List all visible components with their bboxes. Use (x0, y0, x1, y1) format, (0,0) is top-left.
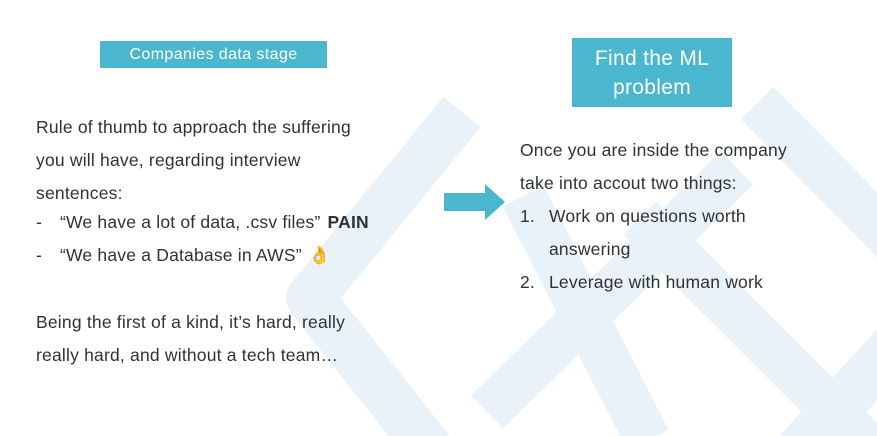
pain-label: PAIN (327, 212, 369, 232)
text-line: really hard, and without a tech team… (36, 345, 339, 365)
decor-chevron-shape (286, 96, 481, 436)
right-advice-block: Once you are inside the company take int… (520, 134, 787, 299)
text-line: sentences: (36, 183, 123, 203)
numbered-item: 1. Work on questions worth (520, 200, 787, 233)
bullet-dash: - (36, 212, 43, 232)
numbered-item: 2. Leverage with human work (520, 266, 787, 299)
decor-diagonal-stroke (623, 201, 877, 436)
bullet-text: “We have a lot of data, .csv files” (60, 212, 321, 232)
bullet-item: - “We have a Database in AWS” 👌 (36, 239, 369, 272)
left-intro-paragraph: Rule of thumb to approach the suffering … (36, 111, 351, 210)
item-number: 1. (520, 206, 535, 226)
ml-problem-title-box: Find the ML problem (572, 38, 732, 107)
decor-diagonal-stroke (502, 185, 669, 436)
flow-arrow-icon (444, 184, 505, 220)
text-line: Being the first of a kind, it’s hard, re… (36, 312, 346, 332)
item-number: 2. (520, 272, 535, 292)
item-text-continuation: answering (549, 239, 631, 259)
item-text: Work on questions worth (549, 206, 746, 226)
bullet-dash: - (36, 245, 43, 265)
item-text: Leverage with human work (549, 272, 763, 292)
text-line: you will have, regarding interview (36, 150, 301, 170)
decor-diagonal-stroke (740, 86, 877, 258)
decor-diagonal-stroke (779, 329, 877, 436)
left-closing-paragraph: Being the first of a kind, it’s hard, re… (36, 306, 345, 372)
text-line: take into accout two things: (520, 173, 737, 193)
ok-hand-emoji: 👌 (308, 245, 331, 265)
bullet-text: “We have a Database in AWS” (60, 245, 302, 265)
text-line: Once you are inside the company (520, 140, 787, 160)
decor-diagonal-stroke (470, 151, 754, 429)
text-line: Rule of thumb to approach the suffering (36, 117, 351, 137)
bullet-item: - “We have a lot of data, .csv files” PA… (36, 206, 369, 239)
stage-badge: Companies data stage (100, 41, 327, 68)
interview-sentences-list: - “We have a lot of data, .csv files” PA… (36, 206, 369, 272)
